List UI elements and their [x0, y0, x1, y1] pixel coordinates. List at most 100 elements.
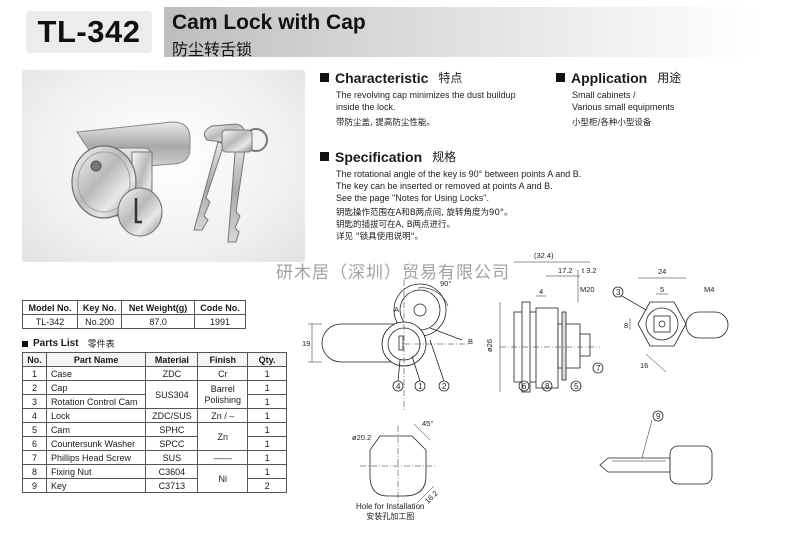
part-name: Rotation Control Cam [45, 394, 147, 409]
part-name: Cap [45, 380, 147, 395]
part-material: SPCC [145, 436, 199, 451]
characteristic-line: The revolving cap minimizes the dust bui… [336, 90, 516, 100]
specification-line-cn: 钥匙操作范围在A和B两点间, 旋转角度为90°。 [336, 208, 513, 218]
table-row: 6 Countersunk Washer SPCC 1 [22, 436, 287, 451]
callout-9: 9 [656, 412, 661, 421]
part-qty: 1 [247, 464, 287, 479]
part-no: 7 [22, 450, 47, 465]
characteristic-heading: Characteristic 特点 [320, 69, 462, 86]
application-title-en: Application [571, 69, 648, 86]
part-no: 3 [22, 394, 47, 409]
parts-list-heading: Parts List 零件表 [22, 337, 115, 350]
dim-16: 16 [640, 361, 648, 370]
callout-2: 2 [442, 382, 447, 391]
dim-24: 24 [658, 267, 666, 276]
part-material: C3604 [145, 464, 199, 479]
part-finish: Barrel Polishing [197, 380, 249, 409]
column-header: No. [22, 352, 47, 367]
dim-4: 4 [539, 287, 543, 296]
table-cell: TL-342 [21, 314, 79, 329]
part-material: C3713 [145, 478, 199, 493]
column-header: Material [145, 352, 199, 367]
dim-8: 8 [624, 321, 628, 330]
part-name: Cam [45, 422, 147, 437]
dim-phi-26: ø26 [485, 339, 494, 352]
application-title-cn: 用途 [657, 71, 682, 85]
product-title-en: Cam Lock with Cap [172, 11, 366, 34]
parts-list-title-en: Parts List [33, 338, 79, 349]
application-line: Various small equipments [572, 102, 675, 112]
dim-19: 19 [302, 339, 310, 348]
part-finish: Zn [197, 422, 249, 451]
callout-5: 5 [574, 382, 579, 391]
part-no: 9 [22, 478, 47, 493]
dim-point-a: A [394, 305, 399, 314]
dim-5: 5 [660, 285, 664, 294]
cam-lock-photo-illustration [71, 121, 268, 243]
part-qty: 1 [247, 380, 287, 395]
specification-heading: Specification 规格 [320, 148, 456, 165]
model-spec-table: Model No. Key No. Net Weight(g) Code No.… [21, 300, 247, 329]
specification-line: The rotational angle of the key is 90° b… [336, 169, 582, 179]
dim-m4: M4 [704, 285, 714, 294]
table-row: 4 Lock ZDC/SUS Zn / – 1 [22, 408, 287, 423]
part-material: SUS [145, 450, 199, 465]
product-title-cn: 防尘转舌锁 [172, 40, 253, 59]
application-line-cn: 小型柜/各种小型设备 [572, 118, 652, 128]
part-material: ZDC/SUS [145, 408, 199, 423]
dimension-drawing: (32.4) 17.2 t 3.2 4 M20 24 5 M4 90° 19 ø… [302, 251, 729, 506]
part-no: 2 [22, 380, 47, 395]
part-no: 5 [22, 422, 47, 437]
characteristic-title-en: Characteristic [335, 69, 429, 86]
square-bullet-icon [556, 73, 565, 82]
parts-list-title-cn: 零件表 [87, 340, 115, 350]
callout-4: 4 [396, 382, 401, 391]
table-row: 2 Cap SUS304 Barrel Polishing 1 [22, 380, 287, 409]
part-finish: Zn / – [197, 408, 249, 423]
part-no: 8 [22, 464, 47, 479]
dim-m20: M20 [580, 285, 595, 294]
table-cell: No.200 [77, 314, 123, 329]
part-name: Phillips Head Screw [45, 450, 147, 465]
table-row: TL-342 No.200 87.0 1991 [21, 314, 247, 329]
callout-7: 7 [596, 364, 601, 373]
part-name: Fixing Nut [45, 464, 147, 479]
callout-8: 8 [545, 382, 550, 391]
specification-line-cn: 钥匙的插拔可在A, B两点进行。 [336, 220, 456, 230]
table-row: 7 Phillips Head Screw SUS —— 1 [22, 450, 287, 465]
part-no: 4 [22, 408, 47, 423]
dim-90-deg: 90° [440, 279, 451, 288]
part-no: 1 [22, 366, 47, 381]
hole-caption-en: Hole for Installation [356, 502, 425, 511]
part-finish: Ni [197, 464, 249, 493]
part-material: SPHC [145, 422, 199, 437]
product-photo [22, 70, 305, 262]
part-qty: 1 [247, 436, 287, 451]
callout-1: 1 [418, 382, 423, 391]
specification-line-cn: 详见 "锁具使用说明"。 [336, 232, 424, 242]
characteristic-line-cn: 带防尘盖, 提高防尘性能。 [336, 118, 435, 128]
part-finish: —— [197, 450, 249, 465]
table-cell: 87.0 [121, 314, 195, 329]
table-header-row: Model No. Key No. Net Weight(g) Code No. [21, 300, 247, 315]
table-row: 8 Fixing Nut C3604 Ni 1 [22, 464, 287, 493]
column-header: Qty. [247, 352, 287, 367]
application-heading: Application 用途 [556, 69, 681, 86]
table-row: 9 Key C3713 2 [22, 478, 287, 493]
specification-title-cn: 规格 [432, 150, 457, 164]
square-bullet-icon [320, 152, 329, 161]
table-cell: 1991 [193, 314, 247, 329]
column-header: Key No. [77, 300, 123, 315]
application-text: Small cabinets / Various small equipment… [572, 89, 674, 129]
company-watermark: 研木居（深圳）贸易有限公司 [276, 263, 510, 283]
part-qty: 2 [247, 478, 287, 493]
column-header: Finish [197, 352, 249, 367]
finish-line: Polishing [204, 394, 241, 405]
part-qty: 1 [247, 422, 287, 437]
header-gradient-bar [164, 7, 764, 57]
dim-45-deg: 45° [422, 419, 433, 428]
model-number-box: TL-342 [22, 7, 156, 57]
dim-point-b: B [468, 337, 473, 346]
part-qty: 1 [247, 408, 287, 423]
specification-line: The key can be inserted or removed at po… [336, 181, 553, 191]
